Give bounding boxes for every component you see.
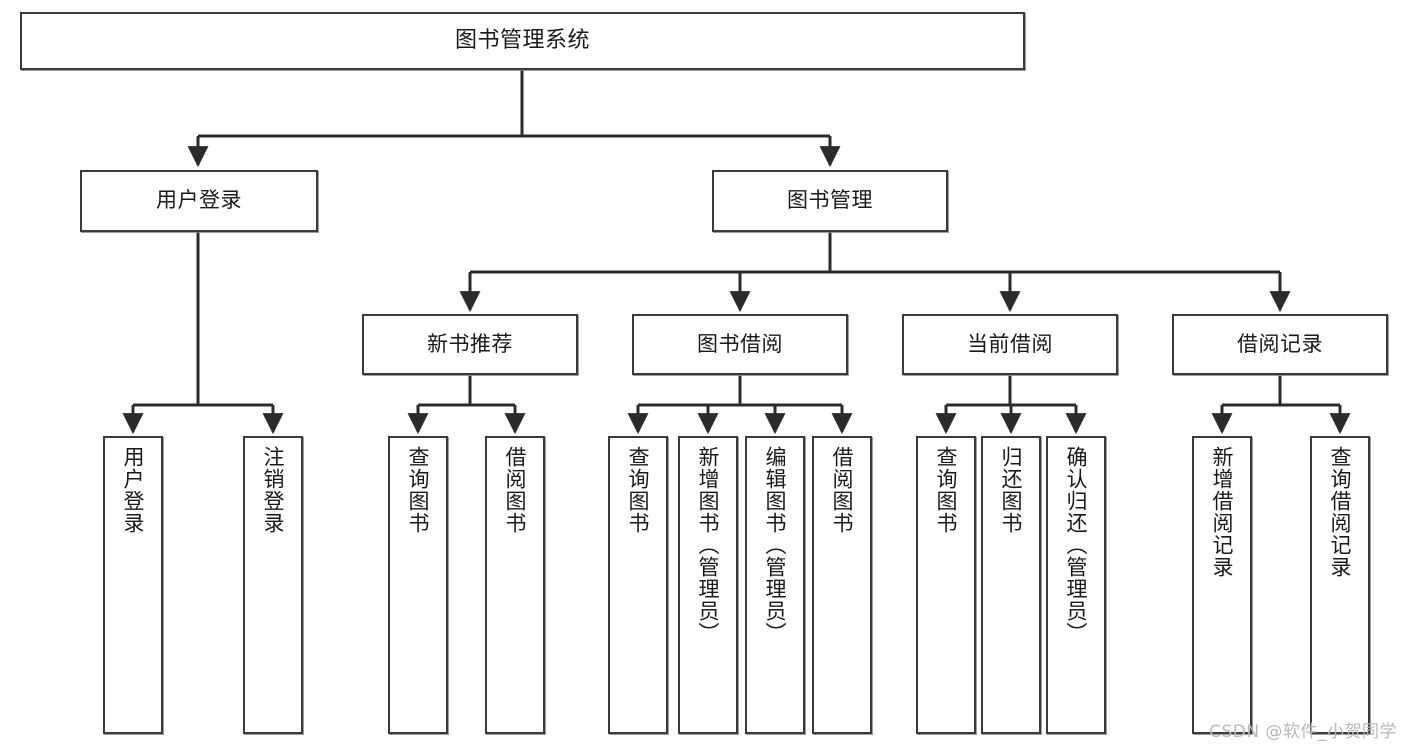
node-label: 图书借阅 [697, 331, 783, 356]
leaf-return-book[interactable]: 归还图书 [981, 436, 1041, 734]
node-book-borrow[interactable]: 图书借阅 [632, 314, 848, 375]
leaf-edit-book[interactable]: 编辑图书（管理员） [745, 436, 805, 734]
node-borrow-record[interactable]: 借阅记录 [1172, 314, 1388, 375]
node-label: 查询借阅记录 [1328, 446, 1353, 578]
node-label: 图书管理系统 [454, 27, 590, 53]
node-label: 当前借阅 [967, 331, 1053, 356]
node-label: 用户登录 [121, 446, 146, 534]
leaf-borrow-book-2[interactable]: 借阅图书 [812, 436, 872, 734]
node-book-manage[interactable]: 图书管理 [712, 170, 948, 232]
node-label: 确认归还（管理员） [1064, 446, 1089, 644]
node-current-borrow[interactable]: 当前借阅 [902, 314, 1118, 375]
node-label: 借阅记录 [1237, 331, 1323, 356]
node-root-system[interactable]: 图书管理系统 [20, 12, 1025, 70]
node-label: 查询图书 [626, 446, 651, 534]
leaf-add-book[interactable]: 新增图书（管理员） [678, 436, 738, 734]
node-user-login[interactable]: 用户登录 [80, 170, 318, 232]
node-label: 图书管理 [787, 188, 873, 213]
leaf-logout[interactable]: 注销登录 [243, 436, 303, 734]
node-label: 注销登录 [261, 446, 286, 534]
node-new-book-rec[interactable]: 新书推荐 [362, 314, 578, 375]
node-label: 新增借阅记录 [1210, 446, 1235, 578]
node-label: 编辑图书（管理员） [763, 446, 788, 644]
csdn-watermark: CSDN @软件_小贺同学 [1209, 722, 1397, 742]
leaf-user-login[interactable]: 用户登录 [103, 436, 163, 734]
leaf-query-book-2[interactable]: 查询图书 [608, 436, 668, 734]
node-label: 用户登录 [156, 188, 242, 213]
node-label: 归还图书 [999, 446, 1024, 534]
node-label: 查询图书 [934, 446, 959, 534]
node-label: 新增图书（管理员） [696, 446, 721, 644]
node-label: 借阅图书 [830, 446, 855, 534]
leaf-query-record[interactable]: 查询借阅记录 [1310, 436, 1370, 734]
leaf-query-book-3[interactable]: 查询图书 [916, 436, 976, 734]
leaf-query-book-1[interactable]: 查询图书 [388, 436, 448, 734]
leaf-borrow-book-1[interactable]: 借阅图书 [485, 436, 545, 734]
leaf-confirm-return[interactable]: 确认归还（管理员） [1046, 436, 1106, 734]
node-label: 新书推荐 [427, 331, 513, 356]
node-label: 查询图书 [406, 446, 431, 534]
node-label: 借阅图书 [503, 446, 528, 534]
leaf-add-record[interactable]: 新增借阅记录 [1192, 436, 1252, 734]
